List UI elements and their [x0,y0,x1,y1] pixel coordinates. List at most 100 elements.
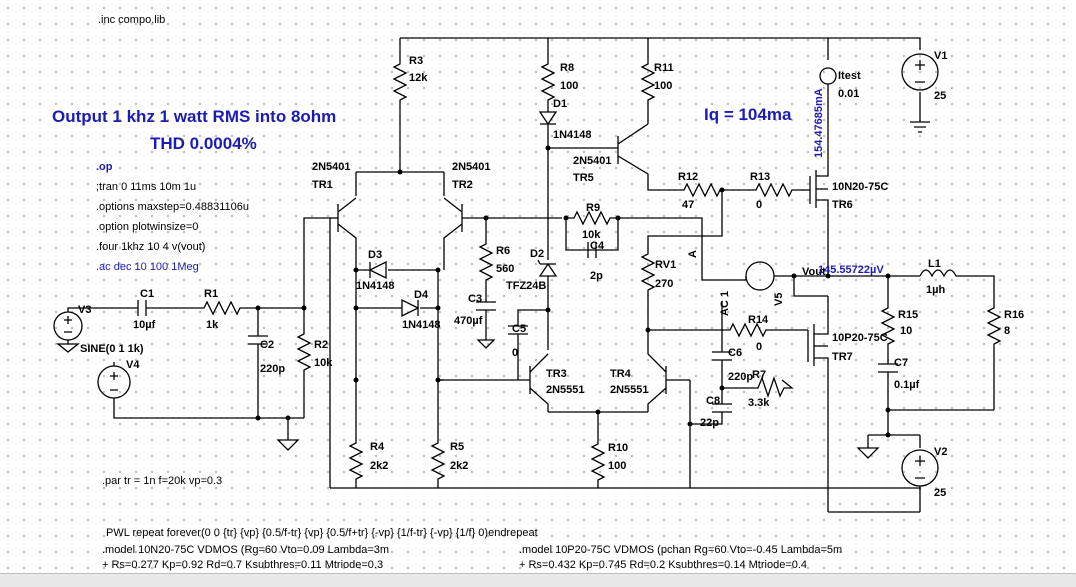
itest-name[interactable]: Itest [838,70,861,82]
r13-name[interactable]: R13 [750,171,770,183]
model-n-line1[interactable]: .model 10N20-75C VDMOS (Rg=60 Vto=0.09 L… [102,544,389,556]
c5-value[interactable]: 0 [512,347,518,359]
tr3-value[interactable]: 2N5551 [546,384,585,396]
capacitor-c4-symbol[interactable] [587,242,597,258]
mosfet-tr6-symbol[interactable] [809,160,829,276]
r15-value[interactable]: 10 [900,325,912,337]
r3-name[interactable]: R3 [409,55,423,67]
ac-source-label[interactable]: AC 1 [719,291,731,316]
node-a-label[interactable]: A [687,250,699,258]
r4-value[interactable]: 2k2 [370,460,388,472]
mosfet-tr7-symbol[interactable] [807,296,829,488]
ac-directive[interactable]: .ac dec 10 100 1Meg [96,261,199,273]
c3-name[interactable]: C3 [468,293,482,305]
plotwinsize-directive[interactable]: .option plotwinsize=0 [96,221,198,233]
inductor-l1-symbol[interactable] [919,269,995,300]
c1-value[interactable]: 10µf [133,319,156,331]
r7-value[interactable]: 3.3k [748,397,770,409]
r16-value[interactable]: 8 [1004,325,1010,337]
c4-value[interactable]: 2p [590,270,603,282]
r4-name[interactable]: R4 [370,441,385,453]
r5-name[interactable]: R5 [450,441,464,453]
include-directive[interactable]: .inc compo.lib [98,14,165,26]
tr7-name[interactable]: TR7 [832,351,853,363]
d1-name[interactable]: D1 [553,98,567,110]
d1-value[interactable]: 1N4148 [553,129,592,141]
model-p-line2[interactable]: + Rs=0.432 Kp=0.745 Rd=0.2 Ksubthres=0.1… [519,559,807,571]
c2-name[interactable]: C2 [260,339,274,351]
tran-directive[interactable]: ;tran 0 11ms 10m 1u [96,181,196,193]
v5-name[interactable]: V5 [773,293,785,306]
r14-name[interactable]: R14 [748,314,769,326]
transistor-tr5-symbol[interactable] [610,123,676,191]
transistor-tr4-symbol[interactable] [647,330,690,412]
r7-name[interactable]: R7 [752,369,766,381]
four-directive[interactable]: .four 1khz 10 4 v(vout) [96,241,205,253]
r1-name[interactable]: R1 [204,288,218,300]
r10-name[interactable]: R10 [608,442,628,454]
transistor-tr1-symbol[interactable] [330,197,357,270]
r12-value[interactable]: 47 [682,199,694,211]
r2-name[interactable]: R2 [314,339,328,351]
transistor-tr3-symbol[interactable] [518,353,549,412]
c2-value[interactable]: 220p [260,363,285,375]
c6-name[interactable]: C6 [728,347,742,359]
c8-value[interactable]: 22p [700,417,719,429]
c7-value[interactable]: 0.1µf [894,379,920,391]
voltage-source-v1-symbol[interactable] [901,53,939,91]
v1-name[interactable]: V1 [934,50,947,62]
r12-name[interactable]: R12 [678,171,698,183]
v4-name[interactable]: V4 [126,359,140,371]
c7-name[interactable]: C7 [894,357,908,369]
model-n-line2[interactable]: + Rs=0.277 Kp=0.92 Rd=0.7 Ksubthres=0.11… [102,559,383,571]
r9-value[interactable]: 10k [582,229,601,241]
r3-value[interactable]: 12k [409,72,428,84]
d2-name[interactable]: D2 [530,248,544,260]
r6-name[interactable]: R6 [496,245,510,257]
r8-value[interactable]: 100 [560,80,578,92]
r11-value[interactable]: 100 [654,80,672,92]
r8-name[interactable]: R8 [560,62,574,74]
r2-value[interactable]: 10k [314,357,333,369]
v3-value[interactable]: SINE(0 1 1k) [80,343,144,355]
r6-value[interactable]: 560 [496,263,514,275]
d4-value[interactable]: 1N4148 [402,319,441,331]
tr7-value[interactable]: 10P20-75C [832,332,888,344]
tr5-value[interactable]: 2N5401 [573,155,612,167]
model-p-line1[interactable]: .model 10P20-75C VDMOS (pchan Rg=60 Vto=… [519,544,842,556]
d3-value[interactable]: 1N4148 [356,280,395,292]
tr1-value[interactable]: 2N5401 [312,161,351,173]
tr2-name[interactable]: TR2 [452,179,473,191]
tr6-value[interactable]: 10N20-75C [832,181,888,193]
r10-value[interactable]: 100 [608,460,626,472]
r9-name[interactable]: R9 [586,202,600,214]
l1-value[interactable]: 1µh [926,284,945,296]
rv1-value[interactable]: 270 [655,278,673,290]
rv1-name[interactable]: RV1 [655,259,676,271]
c5-name[interactable]: C5 [512,323,526,335]
pwl-directive[interactable]: PWL repeat forever(0 0 {tr} {vp} {0.5/f-… [106,527,538,539]
v1-value[interactable]: 25 [934,90,946,102]
d3-name[interactable]: D3 [368,249,382,261]
r5-value[interactable]: 2k2 [450,460,468,472]
c8-name[interactable]: C8 [706,395,720,407]
itest-value[interactable]: 0.01 [838,88,859,100]
tr6-name[interactable]: TR6 [832,199,853,211]
v3-name[interactable]: V3 [78,304,91,316]
resistor-r7-symbol[interactable] [750,375,794,399]
d2-value[interactable]: TFZ24B [506,280,546,292]
tr3-name[interactable]: TR3 [546,368,567,380]
c1-name[interactable]: C1 [140,288,154,300]
param-directive[interactable]: .par tr = 1n f=20k vp=0.3 [102,475,222,487]
r1-value[interactable]: 1k [206,319,219,331]
r15-name[interactable]: R15 [898,309,918,321]
vout-label[interactable]: Vout [802,266,826,278]
r16-name[interactable]: R16 [1004,309,1024,321]
r14-value[interactable]: 0 [756,341,762,353]
tr2-value[interactable]: 2N5401 [452,161,491,173]
l1-name[interactable]: L1 [928,258,941,270]
op-directive[interactable]: .op [96,161,113,173]
maxstep-directive[interactable]: .options maxstep=0.48831106u [96,201,249,213]
d4-name[interactable]: D4 [414,289,429,301]
